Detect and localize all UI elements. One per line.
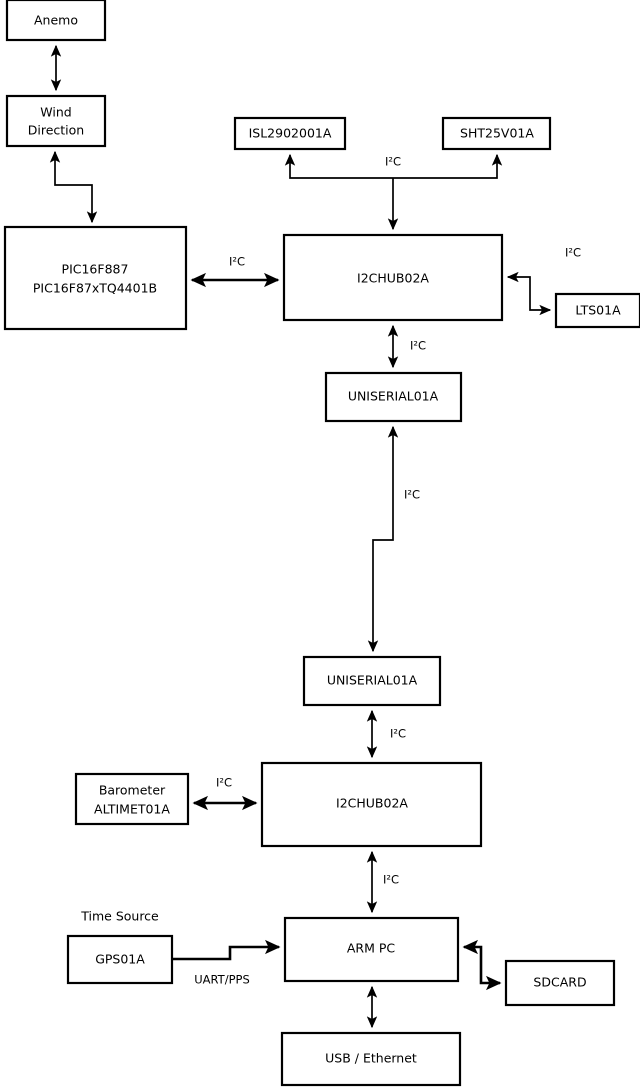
node-i2chub02a-top-box[interactable] xyxy=(282,233,504,322)
node-uniserial01a-top-label: UNISERIAL01A xyxy=(348,389,439,404)
node-gps01a-box[interactable] xyxy=(66,934,174,985)
label-i2c-hub-uniserial: I²C xyxy=(410,339,426,353)
edge-hub-lts xyxy=(506,271,552,316)
node-usb-ethernet-box[interactable] xyxy=(280,1031,462,1087)
node-uniserial01a-top-box[interactable] xyxy=(324,371,463,423)
node-uniserial01a-bottom[interactable]: UNISERIAL01A xyxy=(302,655,442,707)
node-wind-direction-box[interactable] xyxy=(5,94,107,148)
label-i2c-pic-hub: I²C xyxy=(229,255,245,269)
node-pic-mcu-label-line2: PIC16F87xTQ4401B xyxy=(33,281,157,296)
node-barometer-label-line2: ALTIMET01A xyxy=(94,802,170,817)
node-isl2902001a-box[interactable] xyxy=(233,116,347,151)
node-wind-direction-label-line2: Direction xyxy=(28,123,84,138)
node-gps01a-label: GPS01A xyxy=(95,952,145,967)
node-layer: Anemo Wind Direction PIC16F887 PIC16F87x… xyxy=(3,0,640,1087)
node-lts01a-label: LTS01A xyxy=(575,303,621,318)
node-wind-direction-label-line1: Wind xyxy=(40,105,71,120)
node-sht25v01a[interactable]: SHT25V01A xyxy=(441,116,552,151)
node-anemo[interactable]: Anemo xyxy=(5,0,107,42)
connector-layer xyxy=(49,44,552,1029)
edge-uniserial-uniserial xyxy=(367,425,399,653)
node-pic-mcu-box[interactable] xyxy=(3,225,188,331)
node-i2chub02a-top-label: I2CHUB02A xyxy=(357,271,429,286)
edge-gps-armpc xyxy=(172,939,281,961)
node-sdcard[interactable]: SDCARD xyxy=(504,959,616,1007)
node-sdcard-box[interactable] xyxy=(504,959,616,1007)
node-arm-pc[interactable]: ARM PC xyxy=(283,916,460,983)
label-i2c-uniserial-hub2: I²C xyxy=(390,727,406,741)
node-i2chub02a-bottom-box[interactable] xyxy=(260,761,483,848)
node-uniserial01a-top[interactable]: UNISERIAL01A xyxy=(324,371,463,423)
edge-armpc-sdcard xyxy=(462,939,502,991)
label-i2c-sensor-bus: I²C xyxy=(385,155,401,169)
node-anemo-label: Anemo xyxy=(34,13,78,28)
node-uniserial01a-bottom-box[interactable] xyxy=(302,655,442,707)
edge-wind-pic xyxy=(49,150,98,224)
node-barometer-box[interactable] xyxy=(74,772,190,826)
edge-bus-isl xyxy=(284,153,393,179)
node-usb-ethernet-label: USB / Ethernet xyxy=(325,1051,417,1066)
label-i2c-barometer-hub: I²C xyxy=(216,776,232,790)
label-time-source: Time Source xyxy=(80,909,159,924)
node-isl2902001a-label: ISL2902001A xyxy=(249,126,332,141)
label-i2c-hub-lts: I²C xyxy=(565,246,581,260)
node-sdcard-label: SDCARD xyxy=(533,975,586,990)
node-pic-mcu-label-line1: PIC16F887 xyxy=(62,262,129,277)
node-arm-pc-label: ARM PC xyxy=(347,941,396,956)
node-barometer[interactable]: Barometer ALTIMET01A xyxy=(74,772,190,826)
node-lts01a[interactable]: LTS01A xyxy=(554,292,640,329)
node-wind-direction[interactable]: Wind Direction xyxy=(5,94,107,148)
node-anemo-box[interactable] xyxy=(5,0,107,42)
label-i2c-uniserial-link: I²C xyxy=(404,488,420,502)
node-uniserial01a-bottom-label: UNISERIAL01A xyxy=(327,673,418,688)
node-sht25v01a-label: SHT25V01A xyxy=(460,126,534,141)
node-gps01a[interactable]: GPS01A xyxy=(66,934,174,985)
node-arm-pc-box[interactable] xyxy=(283,916,460,983)
label-uart-pps: UART/PPS xyxy=(194,973,250,987)
node-barometer-label-line1: Barometer xyxy=(99,783,166,798)
label-layer: Time Source I²C I²C I²C I²C I²C I²C I²C … xyxy=(80,155,581,987)
node-i2chub02a-bottom[interactable]: I2CHUB02A xyxy=(260,761,483,848)
node-isl2902001a[interactable]: ISL2902001A xyxy=(233,116,347,151)
node-i2chub02a-bottom-label: I2CHUB02A xyxy=(336,796,408,811)
label-i2c-hub-armpc: I²C xyxy=(383,873,399,887)
node-pic-mcu[interactable]: PIC16F887 PIC16F87xTQ4401B xyxy=(3,225,188,331)
edge-bus-sht xyxy=(393,153,503,179)
node-lts01a-box[interactable] xyxy=(554,292,640,329)
node-sht25v01a-box[interactable] xyxy=(441,116,552,151)
node-usb-ethernet[interactable]: USB / Ethernet xyxy=(280,1031,462,1087)
node-i2chub02a-top[interactable]: I2CHUB02A xyxy=(282,233,504,322)
